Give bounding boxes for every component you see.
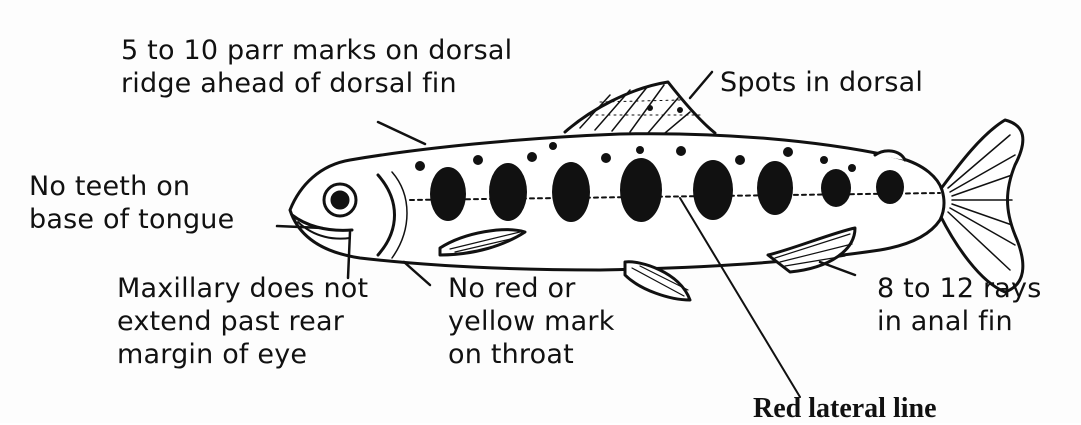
label-parr-marks: 5 to 10 parr marks on dorsal ridge ahead… — [121, 34, 512, 100]
label-anal-fin: 8 to 12 rays in anal fin — [877, 272, 1041, 338]
label-no-teeth: No teeth on base of tongue — [29, 170, 234, 236]
label-line: 5 to 10 parr marks on dorsal — [121, 34, 512, 67]
leader-parr-marks — [378, 122, 425, 144]
leader-anal-fin — [820, 262, 855, 275]
label-line: base of tongue — [29, 203, 234, 236]
label-line: margin of eye — [117, 338, 368, 371]
tail-fin — [940, 120, 1023, 292]
label-line: No red or — [448, 272, 615, 305]
label-line: Maxillary does not — [117, 272, 368, 305]
dorsal-fin — [565, 82, 715, 133]
label-no-red-mark: No red or yellow mark on throat — [448, 272, 615, 371]
label-line: extend past rear — [117, 305, 368, 338]
label-line: on throat — [448, 338, 615, 371]
label-line: yellow mark — [448, 305, 615, 338]
label-maxillary: Maxillary does not extend past rear marg… — [117, 272, 368, 371]
label-line: No teeth on — [29, 170, 234, 203]
label-red-lateral-line: Red lateral line — [753, 392, 937, 425]
label-line: ridge ahead of dorsal fin — [121, 67, 512, 100]
label-line: Red lateral line — [753, 392, 937, 425]
label-spots-dorsal: Spots in dorsal — [720, 66, 923, 99]
label-line: in anal fin — [877, 305, 1041, 338]
leader-spots-dorsal — [690, 72, 712, 98]
label-line: 8 to 12 rays — [877, 272, 1041, 305]
label-line: Spots in dorsal — [720, 66, 923, 99]
